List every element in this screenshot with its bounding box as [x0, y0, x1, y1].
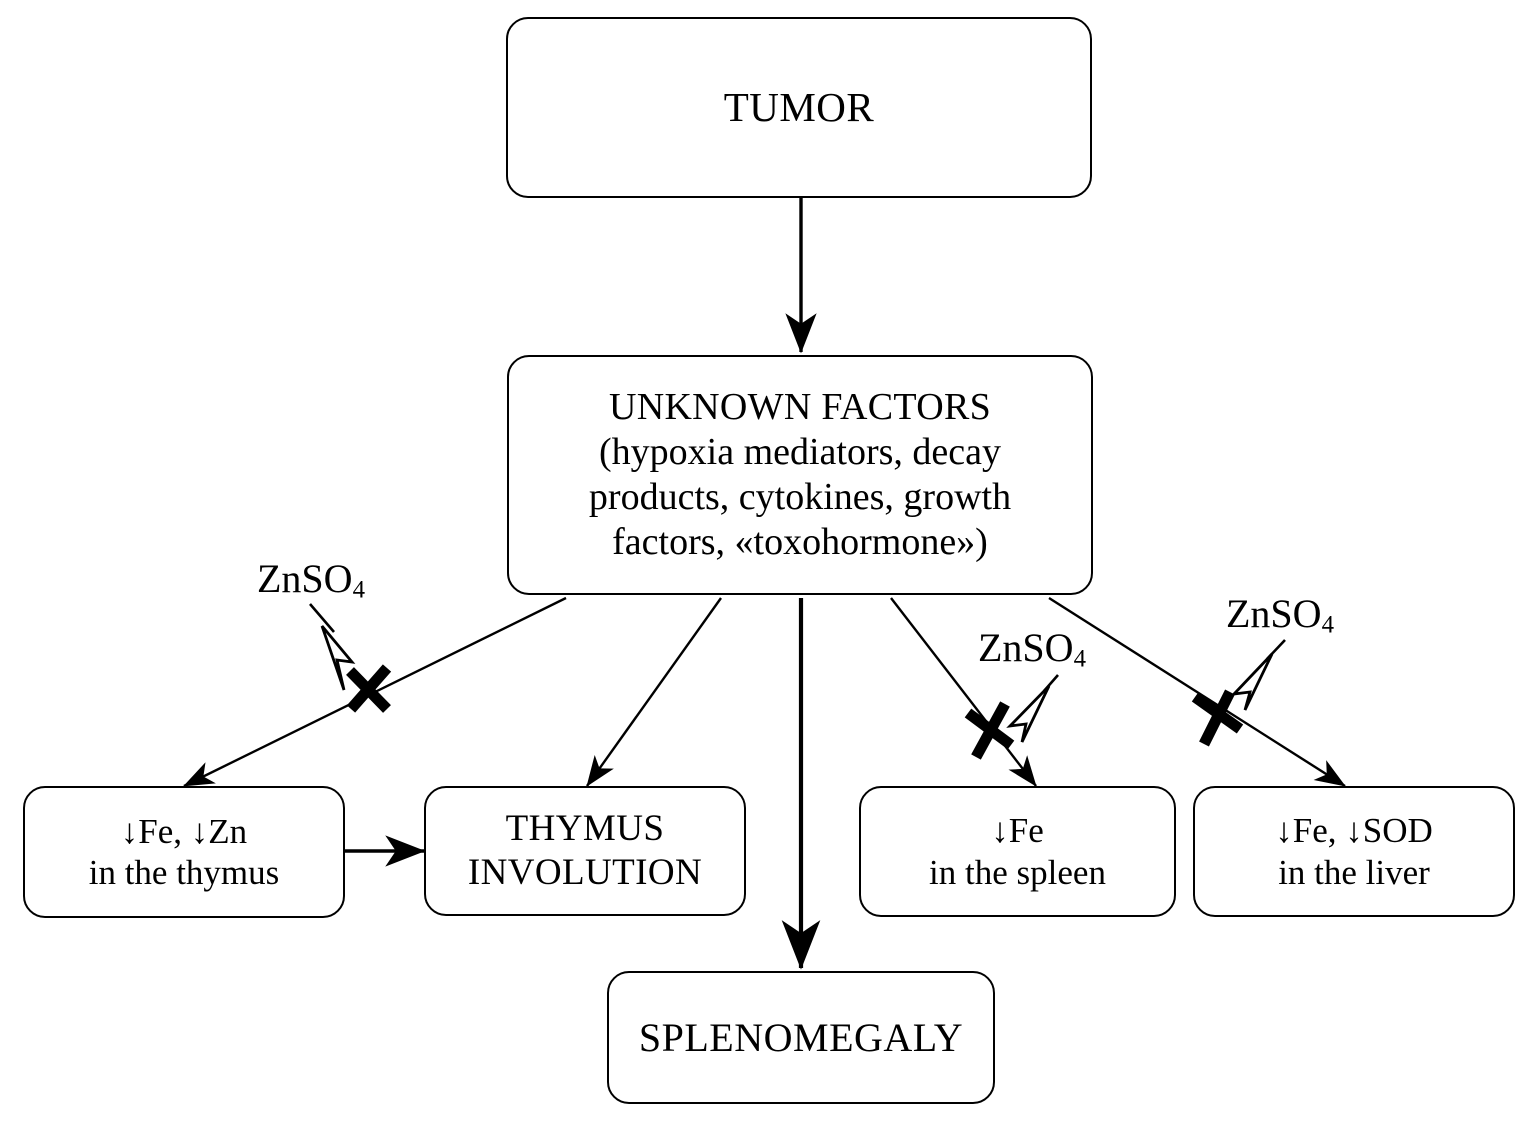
node-fe-spleen[interactable]: ↓Fe in the spleen [859, 786, 1176, 917]
node-fe-sod-liver-line2: in the liver [1278, 852, 1430, 892]
block-mark-thymus-icon [346, 664, 392, 713]
node-fe-zn-thymus-line1: ↓Fe, ↓Zn [120, 811, 248, 851]
hollow-arrow-spleen-icon [1006, 674, 1059, 743]
label-znso4-liver: ZnSO4 [1226, 594, 1334, 638]
node-fe-zn-thymus-line2: in the thymus [88, 853, 280, 892]
block-mark-spleen-icon [964, 701, 1015, 760]
edge-unknown-to-thymus-involution [586, 597, 722, 787]
hollow-arrow-thymus-icon [309, 603, 356, 691]
label-znso4-liver-sub: 4 [1321, 611, 1334, 639]
node-fe-sod-liver-line1: ↓Fe, ↓SOD [1275, 811, 1433, 851]
node-fe-zn-thymus[interactable]: ↓Fe, ↓Zn in the thymus [23, 786, 345, 918]
node-unknown-factors[interactable]: UNKNOWN FACTORS (hypoxia mediators, deca… [507, 355, 1093, 595]
node-fe-spleen-line2: in the spleen [929, 852, 1106, 892]
node-thymus-involution[interactable]: THYMUS INVOLUTION [424, 786, 746, 916]
hollow-arrow-liver-icon [1230, 639, 1286, 711]
label-znso4-thymus-text: ZnSO [257, 556, 353, 601]
node-unknown-factors-detail: (hypoxia mediators, decay products, cyto… [588, 431, 1012, 563]
node-tumor[interactable]: TUMOR [506, 17, 1092, 198]
edge-unknown-to-fe-spleen [890, 597, 1037, 787]
node-thymus-involution-line2: INVOLUTION [467, 852, 703, 893]
label-znso4-thymus: ZnSO4 [257, 559, 365, 603]
node-unknown-factors-heading: UNKNOWN FACTORS [608, 386, 992, 429]
label-znso4-spleen-text: ZnSO [978, 625, 1074, 670]
node-fe-spleen-line1: ↓Fe [991, 811, 1044, 851]
node-thymus-involution-line1: THYMUS [505, 808, 665, 850]
node-splenomegaly-label: SPLENOMEGALY [638, 1014, 964, 1060]
label-znso4-thymus-sub: 4 [352, 576, 365, 604]
label-znso4-liver-text: ZnSO [1226, 591, 1322, 636]
label-znso4-spleen-sub: 4 [1073, 645, 1086, 673]
node-tumor-label: TUMOR [723, 84, 875, 131]
node-splenomegaly[interactable]: SPLENOMEGALY [607, 971, 995, 1104]
edge-unknown-to-fe-sod-liver [1048, 596, 1346, 788]
node-fe-sod-liver[interactable]: ↓Fe, ↓SOD in the liver [1193, 786, 1515, 917]
block-mark-liver-icon [1191, 689, 1244, 747]
label-znso4-spleen: ZnSO4 [978, 628, 1086, 672]
